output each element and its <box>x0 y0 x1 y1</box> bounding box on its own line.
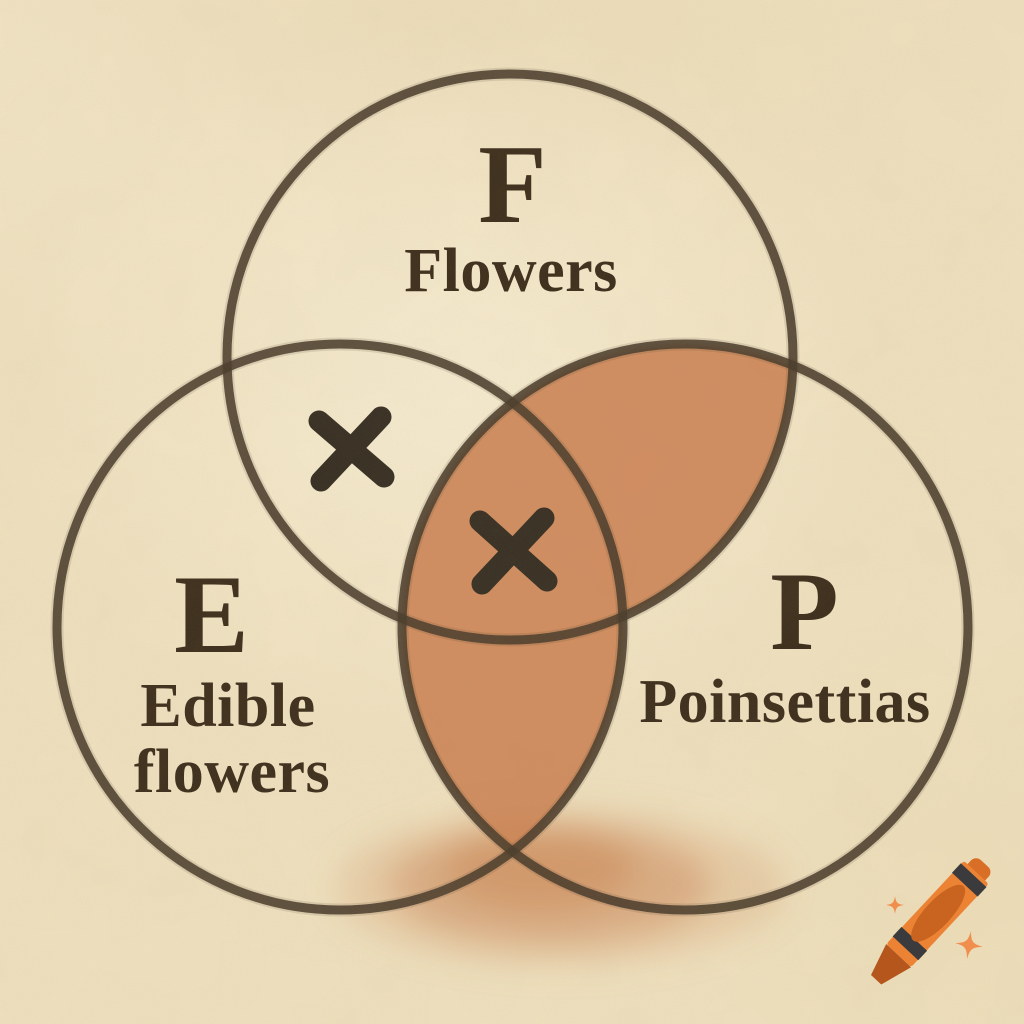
crayon-stripes <box>892 863 987 961</box>
sparkles <box>886 896 983 959</box>
crayon-icon <box>871 858 991 985</box>
crayon-tip <box>871 944 912 985</box>
sparkle-icon <box>886 896 904 914</box>
crayon-label-oval <box>911 884 966 942</box>
crayon-watermark <box>871 858 991 985</box>
sparkle-icon <box>955 931 983 959</box>
